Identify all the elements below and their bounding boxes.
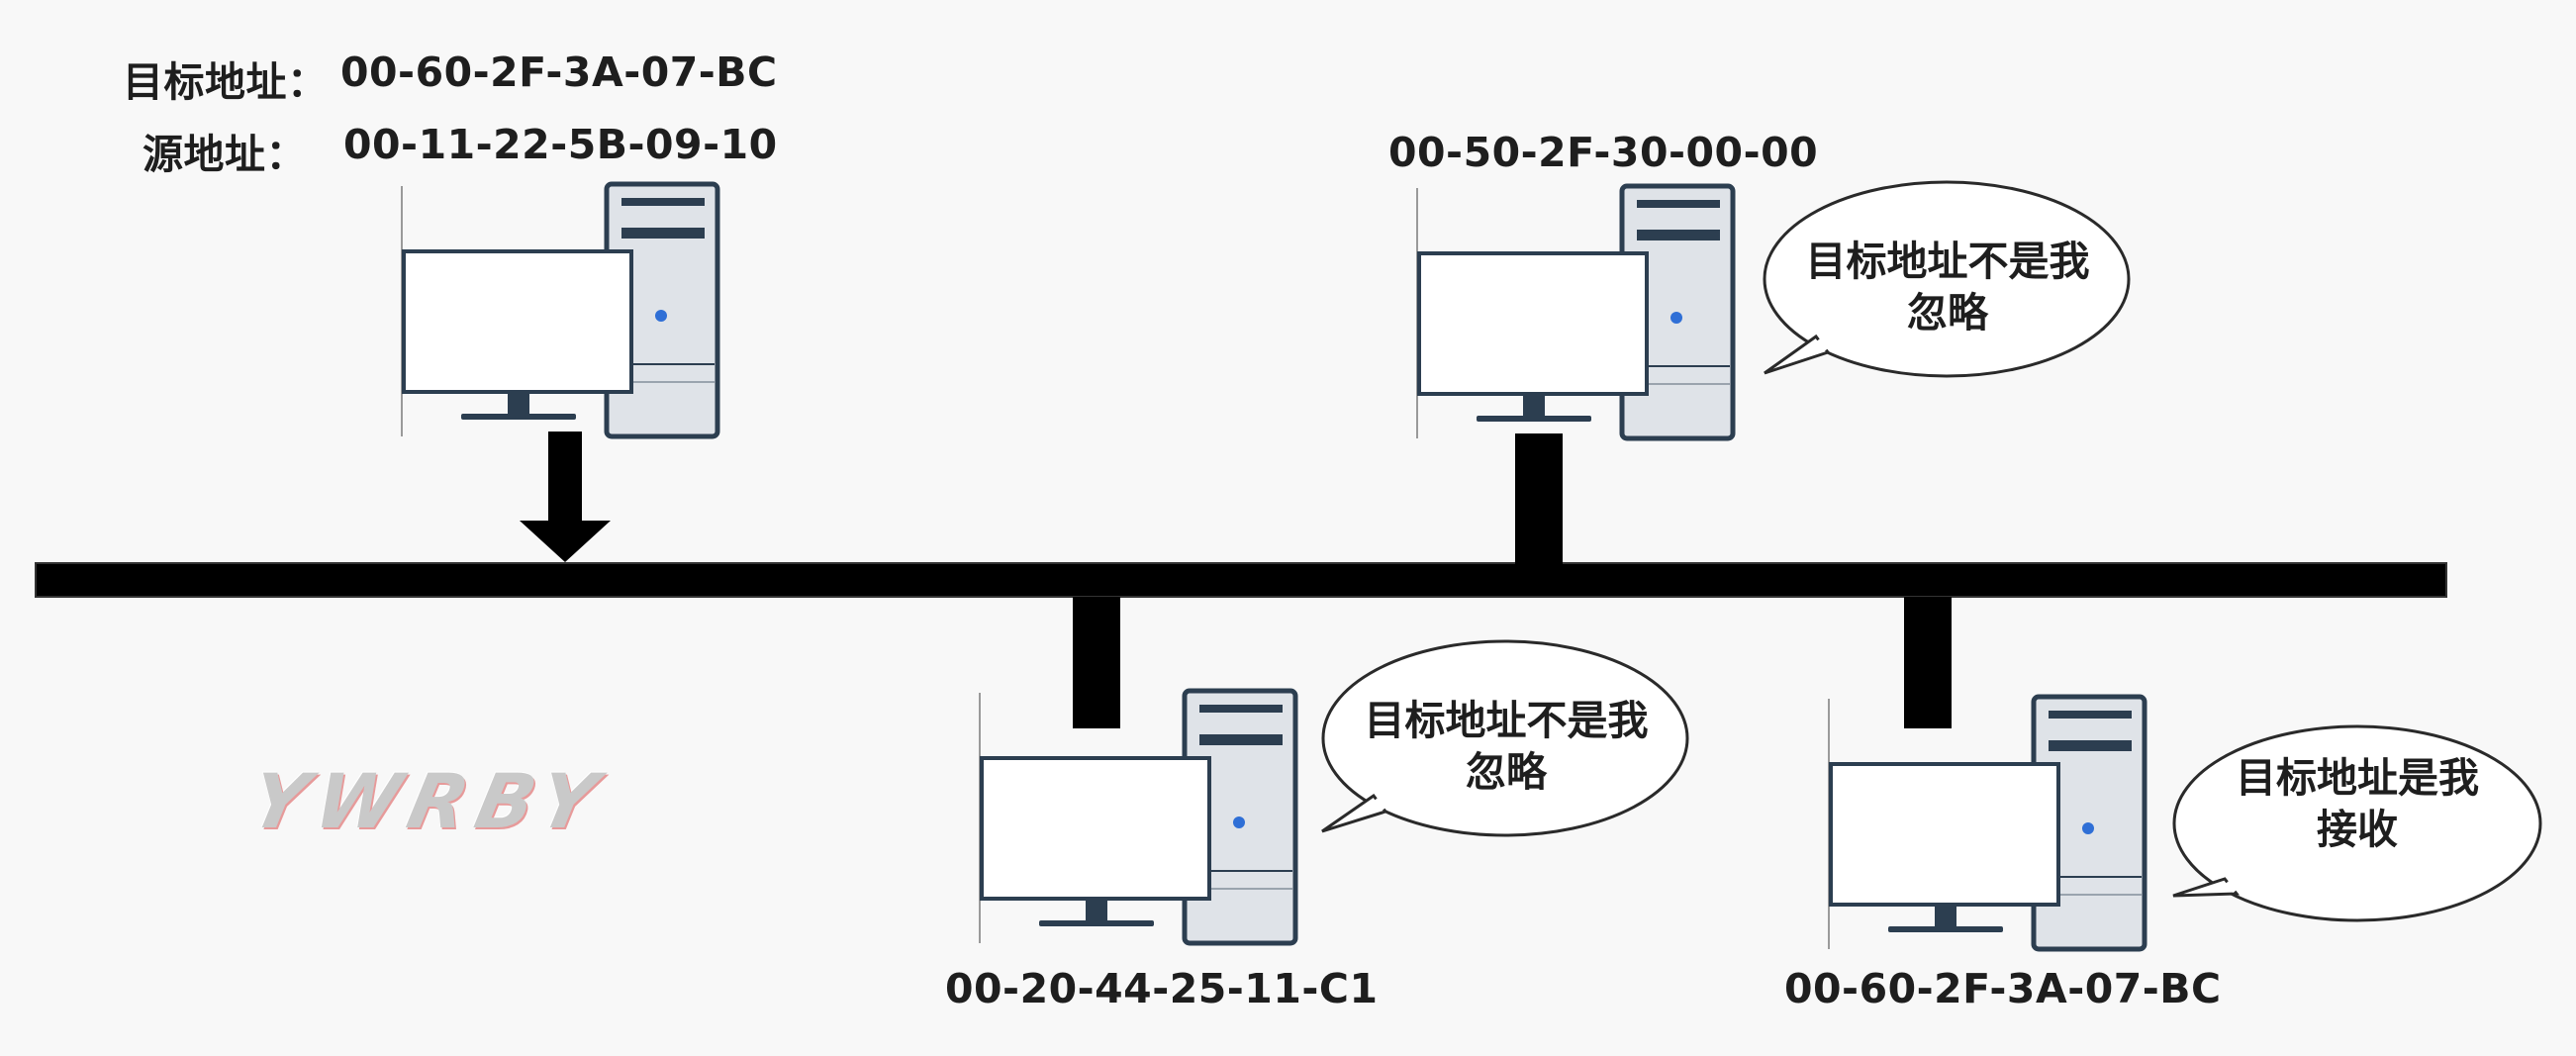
connector-host-3: [1904, 597, 1952, 728]
src-address-value: 00-11-22-5B-09-10: [343, 121, 778, 168]
bubble-host-1-line2: 忽略: [1907, 289, 1988, 337]
bubble-host-2-line2: 忽略: [1466, 748, 1547, 797]
dest-address-label: 目标地址：: [123, 58, 329, 106]
bubble-host-3-text: 目标地址是我 接收: [2174, 752, 2540, 856]
bubble-host-3-line1: 目标地址是我: [2236, 754, 2479, 802]
host-3-computer: [1829, 697, 2145, 949]
bubble-host-1-text: 目标地址不是我 忽略: [1765, 236, 2131, 339]
speech-bubble-host-1: [1763, 180, 2131, 378]
bubble-host-2-text: 目标地址不是我 忽略: [1323, 695, 1689, 799]
send-arrow: [520, 432, 611, 562]
bubble-host-1-line1: 目标地址不是我: [1805, 238, 2090, 285]
src-address-label: 源地址：: [143, 131, 307, 178]
host-2-computer: [980, 691, 1295, 943]
host-2-mac: 00-20-44-25-11-C1: [945, 965, 1379, 1012]
connector-host-2: [1073, 597, 1120, 728]
sender-computer: [402, 184, 717, 436]
host-1-computer: [1417, 186, 1733, 438]
network-bus: [35, 562, 2447, 598]
speech-bubble-host-3: [2172, 724, 2542, 922]
connector-host-1: [1515, 433, 1563, 564]
bubble-host-3-line2: 接收: [2317, 806, 2398, 854]
dest-address-value: 00-60-2F-3A-07-BC: [340, 48, 778, 96]
host-1-mac: 00-50-2F-30-00-00: [1388, 129, 1819, 176]
bubble-host-2-line1: 目标地址不是我: [1364, 697, 1649, 744]
host-3-mac: 00-60-2F-3A-07-BC: [1784, 965, 2222, 1012]
speech-bubble-host-2: [1321, 639, 1689, 837]
watermark-logo: YWRBY: [242, 757, 615, 845]
